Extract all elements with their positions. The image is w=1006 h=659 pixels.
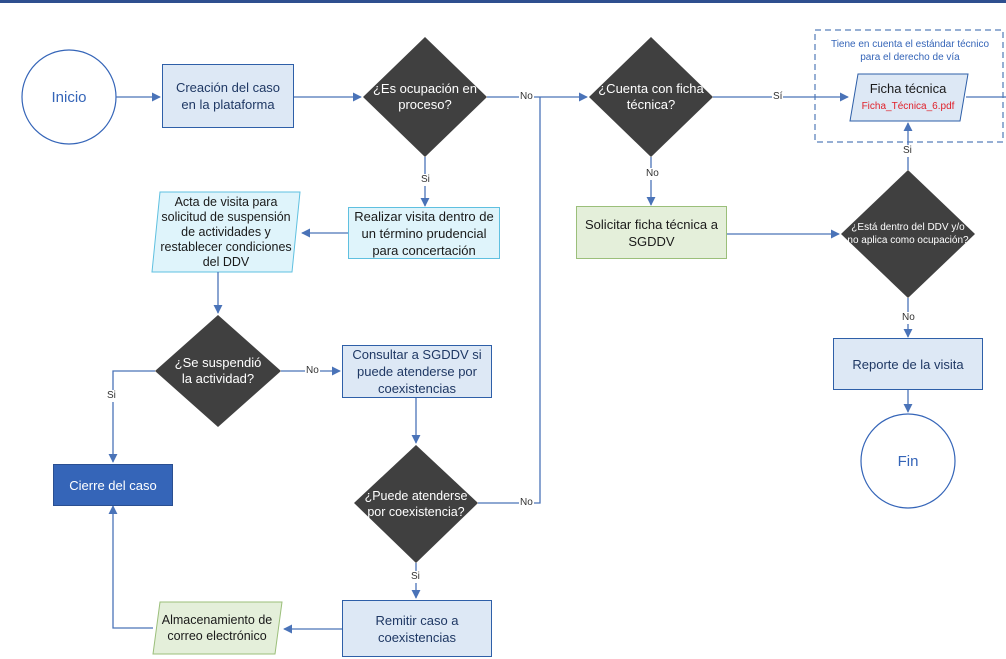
ficha-tecnica-node[interactable]: Ficha técnica — [869, 80, 947, 96]
label-si-ficha: Sí — [772, 91, 784, 103]
label-si-coexistencia: Si — [410, 571, 421, 583]
cierre-caso-box[interactable]: Cierre del caso — [53, 464, 173, 506]
inicio-node[interactable]: Inicio — [51, 88, 87, 106]
ficha-tecnica-file-link[interactable]: Ficha_Técnica_6.pdf — [861, 100, 955, 112]
se-suspendio-decision[interactable]: ¿Se suspendió la actividad? — [174, 355, 262, 386]
label-si-ocupacion: Si — [420, 174, 431, 186]
note-dashed-box — [814, 29, 1004, 143]
label-no-ocupacion: No — [519, 91, 534, 103]
diamond-se-suspendio — [155, 315, 281, 427]
almacenamiento-node[interactable]: Almacenamiento de correo electrónico — [161, 613, 273, 643]
fin-node[interactable]: Fin — [897, 452, 919, 470]
diamond-cuenta-ficha — [589, 37, 713, 157]
diamond-esta-dentro — [841, 170, 975, 298]
creacion-caso-box[interactable]: Creación del caso en la plataforma — [162, 64, 294, 128]
label-si-dentro: Si — [902, 145, 913, 157]
esta-dentro-decision[interactable]: ¿Está dentro del DDV y/o no aplica como … — [847, 222, 969, 246]
solicitar-ficha-box[interactable]: Solicitar ficha técnica a SGDDV — [576, 206, 727, 259]
label-no-ficha: No — [645, 168, 660, 180]
realizar-visita-box[interactable]: Realizar visita dentro de un término pru… — [348, 207, 500, 259]
label-no-coexistencia: No — [519, 497, 534, 509]
remitir-caso-box[interactable]: Remitir caso a coexistencias — [342, 600, 492, 657]
reporte-visita-box[interactable]: Reporte de la visita — [833, 338, 983, 390]
para-ficha-tecnica — [849, 73, 969, 122]
diamond-puede-atenderse — [354, 445, 478, 563]
label-no-dentro: No — [901, 312, 916, 324]
label-si-suspendio: Si — [106, 390, 117, 402]
consultar-sgddv-box[interactable]: Consultar a SGDDV si puede atenderse por… — [342, 345, 492, 398]
label-no-suspendio: No — [305, 365, 320, 377]
cuenta-ficha-decision[interactable]: ¿Cuenta con ficha técnica? — [598, 81, 704, 112]
es-ocupacion-decision[interactable]: ¿Es ocupación en proceso? — [372, 81, 478, 112]
para-acta-visita — [151, 191, 301, 273]
para-almacenamiento — [152, 601, 283, 655]
puede-atenderse-decision[interactable]: ¿Puede atenderse por coexistencia? — [364, 489, 468, 519]
fin-circle — [860, 413, 956, 509]
diamond-es-ocupacion — [363, 37, 487, 157]
ddv-standard-note: Tiene en cuenta el estándar técnico para… — [830, 39, 990, 63]
acta-visita-node[interactable]: Acta de visita para solicitud de suspens… — [160, 194, 292, 269]
top-border-line — [0, 0, 1006, 3]
